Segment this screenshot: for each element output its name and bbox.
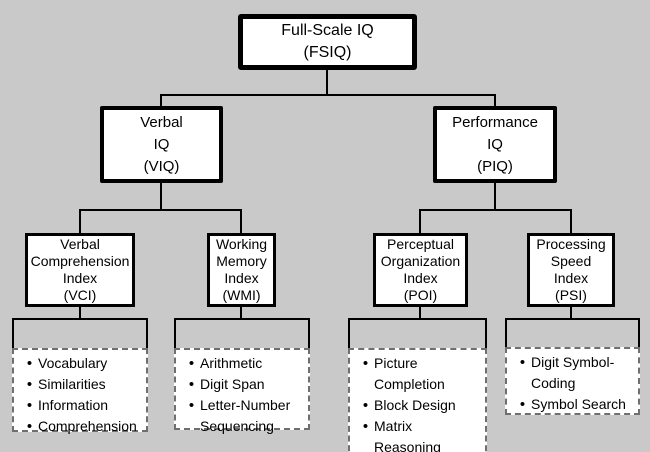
connector-l1-horizontal [160, 94, 496, 96]
poi-label-line3: Index [403, 270, 438, 286]
poi-label-line1: Perceptual [387, 236, 454, 252]
viq-node: Verbal IQ (VIQ) [100, 106, 223, 183]
fsiq-label-line2: (FSIQ) [303, 44, 352, 61]
subtest-label: Digit Span [200, 376, 265, 392]
list-item: • Similarities [21, 374, 142, 395]
vci-node: Verbal Comprehension Index (VCI) [25, 233, 135, 307]
connector-drop-wmi [240, 209, 242, 233]
connector-viq-horizontal [79, 209, 242, 211]
list-item: • Arithmetic [183, 353, 304, 374]
poi-label-line2: Organization [380, 253, 461, 269]
vci-label-line1: Verbal [60, 236, 100, 252]
wmi-node: Working Memory Index (WMI) [207, 233, 276, 307]
wmi-label-line4: (WMI) [222, 287, 261, 303]
bullet-icon: • [26, 376, 33, 393]
connector-drop-poi [419, 209, 421, 233]
poi-group-bracket [348, 318, 487, 348]
subtest-label: Block Design [374, 397, 456, 413]
subtest-label: Digit Symbol-Coding [531, 354, 615, 391]
bullet-icon: • [188, 355, 195, 372]
bullet-icon: • [362, 418, 369, 435]
piq-node: Performance IQ (PIQ) [433, 106, 557, 183]
connector-fsiq-stem [326, 70, 328, 95]
list-item: • Comprehension [21, 416, 142, 437]
bullet-icon: • [26, 397, 33, 414]
bullet-icon: • [26, 418, 33, 435]
list-item: • Matrix Reasoning [357, 416, 481, 452]
connector-drop-piq [494, 94, 496, 106]
list-item: • Picture Completion [357, 353, 481, 395]
connector-drop-vci [79, 209, 81, 233]
list-item: • Digit Symbol-Coding [514, 352, 634, 394]
subtest-label: Symbol Search [531, 396, 626, 412]
vci-group-bracket [12, 318, 148, 348]
piq-label-line3: (PIQ) [477, 157, 513, 175]
wmi-label-line2: Memory [216, 253, 267, 269]
connector-piq-horizontal [419, 209, 572, 211]
psi-subtests-panel: • Digit Symbol-Coding • Symbol Search [505, 347, 640, 415]
subtest-label: Matrix Reasoning [374, 418, 441, 452]
viq-label-line1: Verbal [140, 113, 183, 131]
psi-label-line2: Speed [550, 253, 592, 269]
poi-label-line4: (POI) [403, 287, 438, 303]
list-item: • Digit Span [183, 374, 304, 395]
subtest-label: Information [38, 397, 109, 413]
connector-vci-group-stem [79, 307, 81, 320]
subtest-label: Similarities [38, 376, 106, 392]
list-item: • Block Design [357, 395, 481, 416]
psi-label-line1: Processing [536, 236, 606, 252]
subtest-label: Letter-Number Sequencing [200, 397, 291, 434]
bullet-icon: • [188, 376, 195, 393]
psi-node: Processing Speed Index (PSI) [527, 233, 615, 307]
subtest-label: Vocabulary [38, 355, 108, 371]
connector-drop-psi [570, 209, 572, 233]
poi-node: Perceptual Organization Index (POI) [373, 233, 468, 307]
wmi-label-line3: Index [224, 270, 259, 286]
list-item: • Symbol Search [514, 394, 634, 415]
wmi-subtests-panel: • Arithmetic • Digit Span • Letter-Numbe… [174, 348, 310, 434]
wmi-group-bracket [174, 318, 310, 348]
connector-drop-viq [160, 94, 162, 106]
piq-label-line1: Performance [452, 113, 538, 131]
subtest-label: Comprehension [38, 418, 137, 434]
bullet-icon: • [519, 354, 526, 371]
bullet-icon: • [26, 355, 33, 372]
fsiq-node: Full-Scale IQ (FSIQ) [238, 14, 417, 70]
vci-subtests-panel: • Vocabulary • Similarities • Informatio… [12, 348, 148, 435]
fsiq-label-line1: Full-Scale IQ [281, 22, 374, 39]
viq-label-line3: (VIQ) [143, 157, 180, 175]
subtest-label: Picture Completion [374, 355, 445, 392]
subtest-label: Arithmetic [200, 355, 263, 371]
psi-label-line4: (PSI) [555, 287, 587, 303]
vci-label-line4: (VCI) [63, 287, 97, 303]
bullet-icon: • [188, 397, 195, 414]
connector-piq-stem [494, 183, 496, 211]
connector-viq-stem [160, 183, 162, 211]
wmi-label-line1: Working [215, 236, 268, 252]
poi-subtests-panel: • Picture Completion • Block Design • Ma… [348, 348, 487, 452]
list-item: • Information [21, 395, 142, 416]
viq-label-line2: IQ [153, 135, 170, 153]
vci-label-line2: Comprehension [30, 253, 130, 269]
list-item: • Letter-Number Sequencing [183, 395, 304, 437]
list-item: • Vocabulary [21, 353, 142, 374]
bullet-icon: • [519, 396, 526, 413]
connector-wmi-group-stem [240, 307, 242, 320]
connector-psi-group-stem [570, 307, 572, 320]
connector-poi-group-stem [419, 307, 421, 320]
vci-label-line3: Index [62, 270, 98, 286]
bullet-icon: • [362, 397, 369, 414]
piq-label-line2: IQ [487, 135, 503, 153]
psi-group-bracket [505, 318, 640, 347]
psi-label-line3: Index [553, 270, 589, 286]
bullet-icon: • [362, 355, 369, 372]
